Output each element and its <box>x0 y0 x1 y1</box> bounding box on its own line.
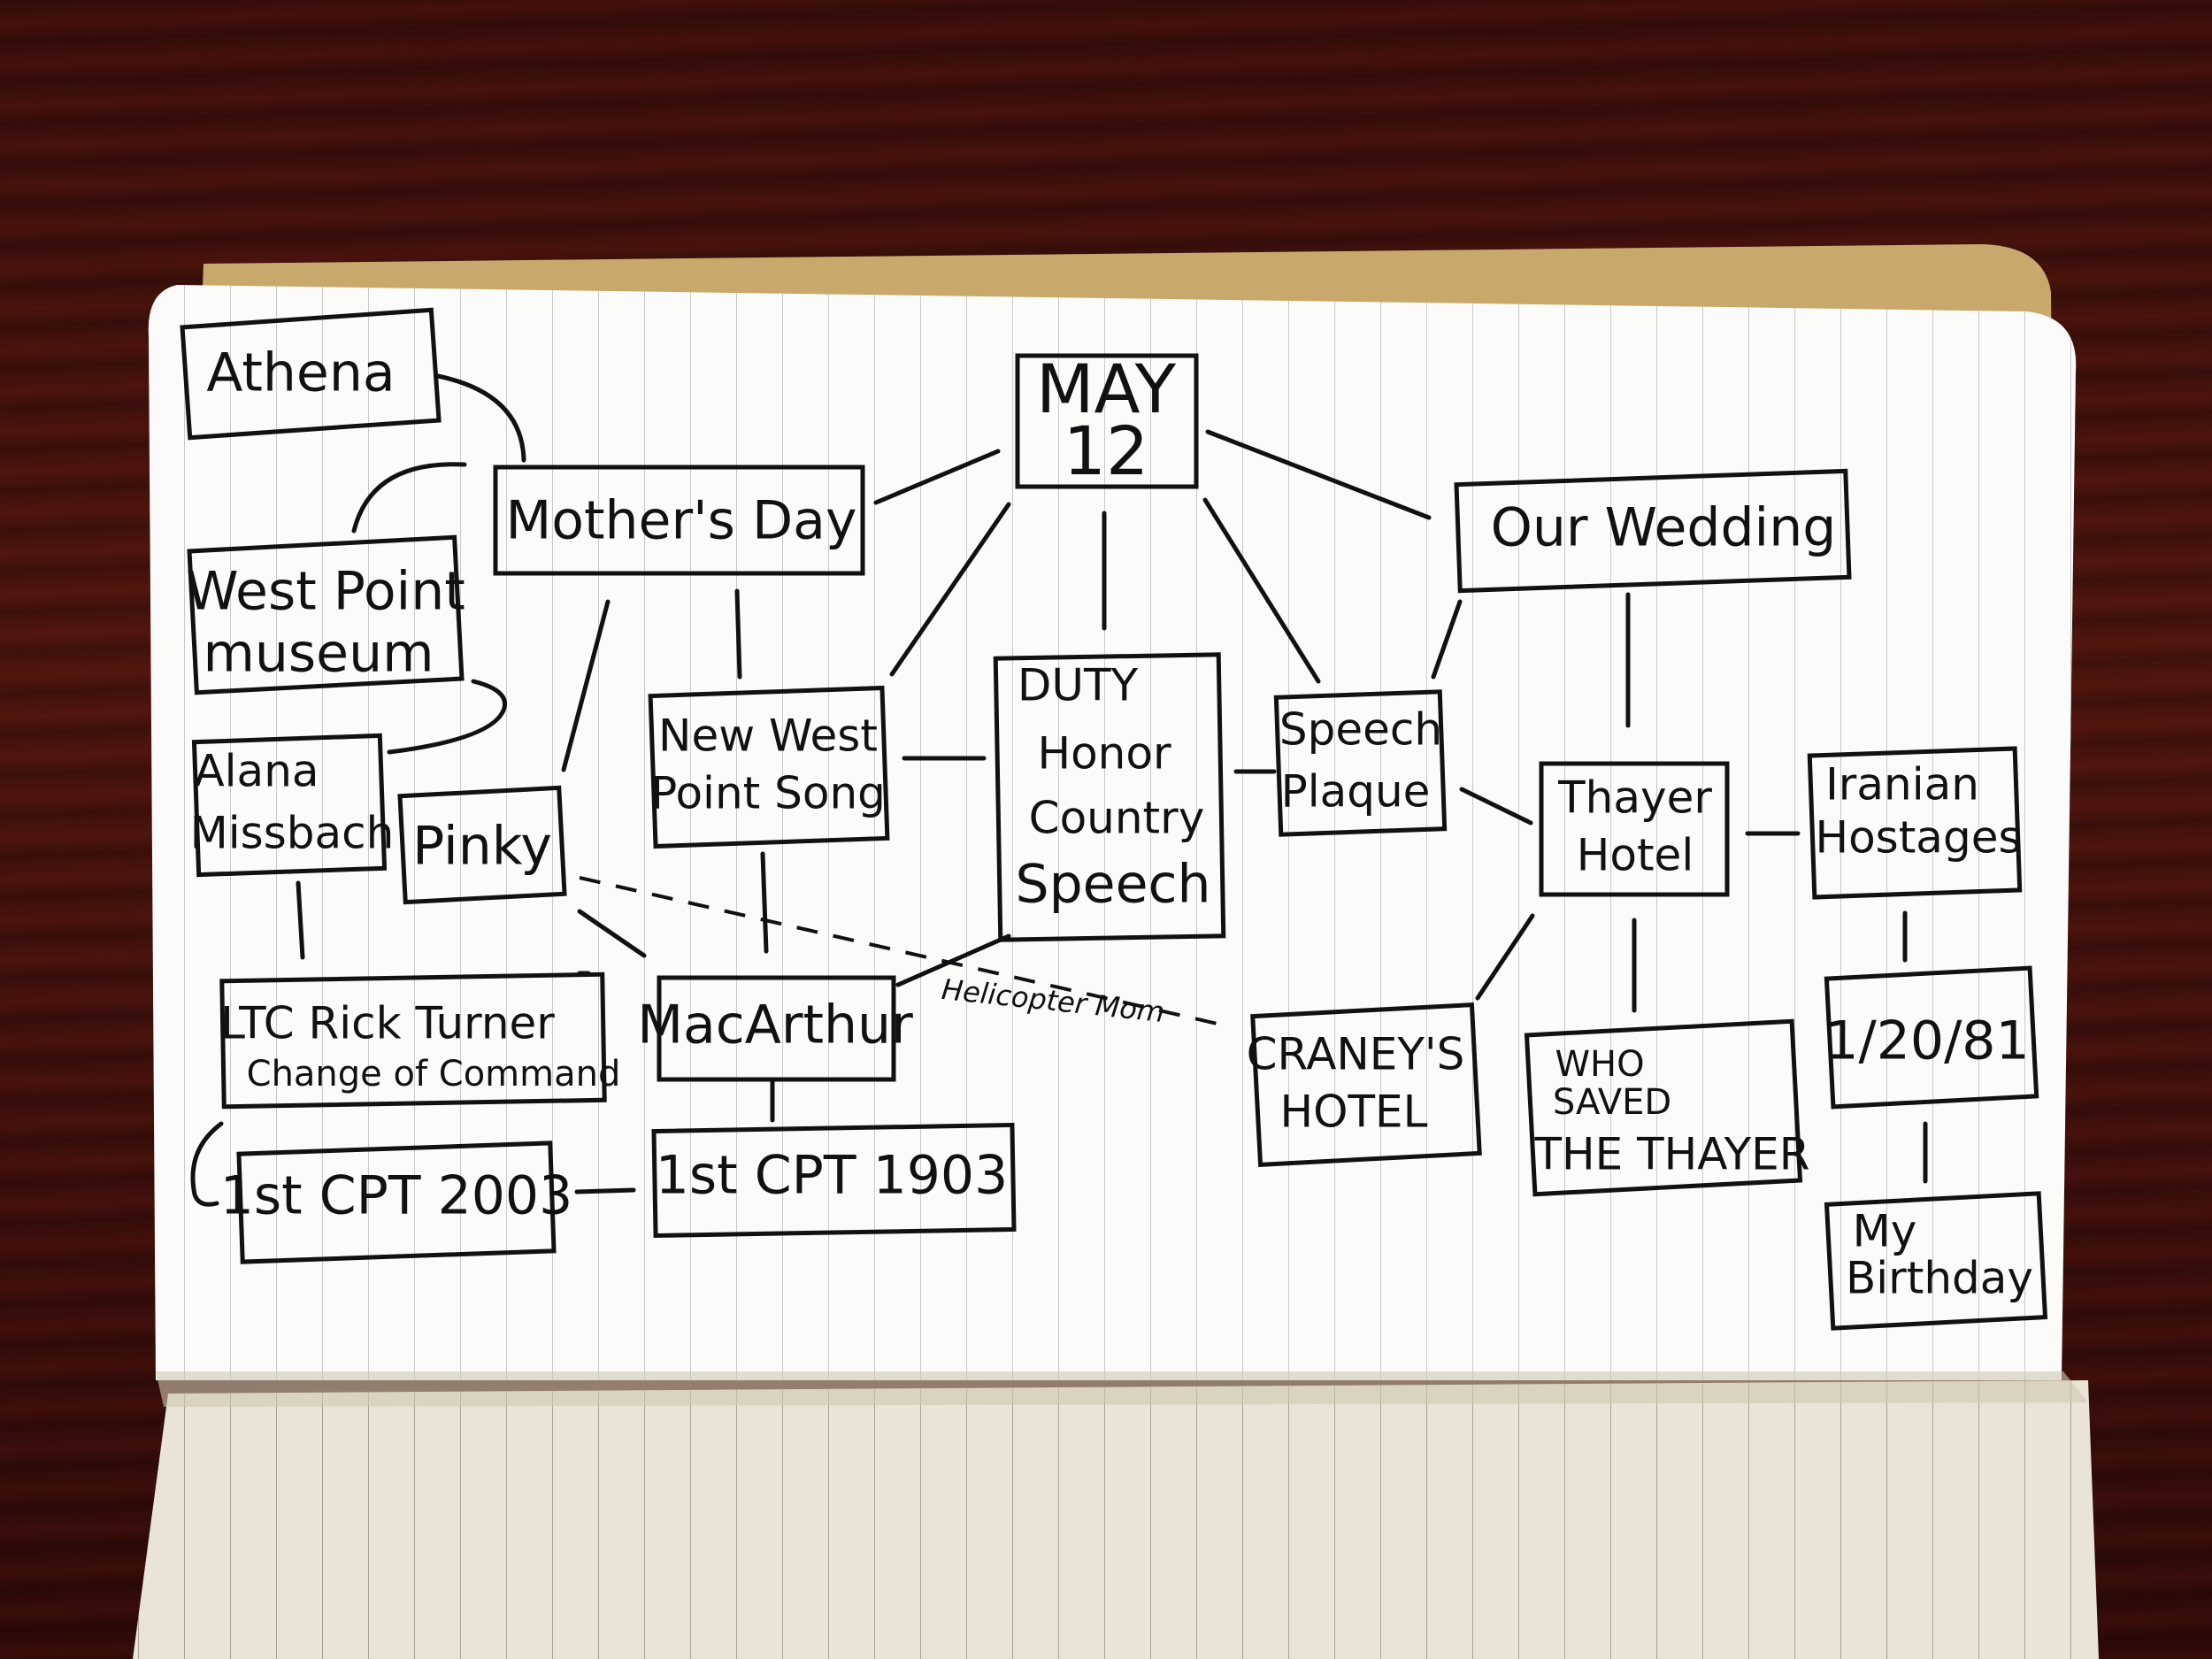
edge-pinky-macarthur <box>577 909 647 958</box>
node-thayer-hotel-line1: Thayer <box>1557 772 1712 824</box>
node-craneys-line2: HOTEL <box>1280 1087 1428 1138</box>
notebook-bottom-page-rules <box>133 1380 2099 1659</box>
connectors <box>190 373 1928 1207</box>
node-athena: Athena <box>180 307 442 441</box>
node-thayer-hotel-line2: Hotel <box>1577 830 1694 881</box>
node-ltc-line1: LTC Rick Turner <box>220 998 555 1049</box>
node-craneys-hotel: CRANEY'S HOTEL <box>1247 1002 1482 1168</box>
edge-newwestpoint-macarthur <box>760 851 769 954</box>
edge-may12-newwestpoint <box>889 502 1011 677</box>
edge-may12-plaque <box>1202 497 1321 684</box>
edge-westpoint-alana <box>387 679 508 755</box>
node-mothers-day-label: Mother's Day <box>506 490 857 552</box>
edge-westpoint-mothersday <box>351 462 467 534</box>
edge-mothersday-may12 <box>873 449 1001 505</box>
node-speech-plaque-line1: Speech <box>1279 704 1442 756</box>
node-who-saved: WHO SAVED THE THAYER <box>1524 1018 1810 1197</box>
edge-athena-mothersday <box>435 373 526 463</box>
node-macarthur: MacArthur <box>637 975 913 1082</box>
node-1st-cpt-2003: 1st CPT 2003 <box>220 1141 573 1264</box>
edge-thayer-craneys <box>1475 913 1535 1001</box>
edge-wedding-plaque <box>1431 599 1463 680</box>
edge-mothersday-newwestpoint <box>734 588 742 680</box>
node-duty-honor-line4: Speech <box>1015 854 1210 916</box>
edge-may12-wedding <box>1205 429 1432 520</box>
node-alana-line2: Missbach <box>190 808 395 859</box>
edge-plaque-thayer <box>1459 787 1533 826</box>
edge-cpt2003-cpt1903 <box>574 1187 636 1194</box>
node-duty-honor-line3: Country <box>1029 793 1205 844</box>
node-iranian-hostages-line2: Hostages <box>1815 812 2021 864</box>
node-iranian-hostages: Iranian Hostages <box>1807 746 2023 900</box>
node-our-wedding: Our Wedding <box>1454 468 1852 594</box>
notebook-top-page-rules <box>148 285 2077 1380</box>
node-birthday-line2: Birthday <box>1846 1253 2033 1304</box>
node-west-point-museum: West Point museum <box>186 534 465 695</box>
node-speech-plaque-line2: Plaque <box>1281 766 1431 818</box>
node-1st-cpt-1903: 1st CPT 1903 <box>651 1122 1017 1239</box>
node-may12-line2: 12 <box>1064 411 1149 490</box>
node-may12: MAY 12 <box>1015 349 1199 490</box>
node-craneys-line1: CRANEY'S <box>1247 1029 1465 1080</box>
node-duty-honor-line2: Honor <box>1037 728 1171 780</box>
node-ltc-rick-turner: LTC Rick Turner Change of Command <box>219 972 621 1110</box>
node-who-saved-line3: THE THAYER <box>1534 1129 1810 1180</box>
node-speech-plaque: Speech Plaque <box>1273 689 1448 837</box>
node-our-wedding-label: Our Wedding <box>1491 497 1837 559</box>
node-birthday-line1: My <box>1853 1206 1917 1257</box>
node-pinky-label: Pinky <box>412 816 552 878</box>
node-cpt1903-label: 1st CPT 1903 <box>656 1145 1009 1207</box>
node-thayer-hotel: Thayer Hotel <box>1539 761 1730 897</box>
node-date-1-20-81: 1/20/81 <box>1824 965 2039 1110</box>
node-date-label: 1/20/81 <box>1824 1010 2029 1072</box>
node-new-west-point-song: New West Point Song <box>648 685 890 849</box>
node-west-point-museum-line1: West Point <box>186 561 465 623</box>
node-who-saved-line1: WHO <box>1555 1044 1644 1085</box>
node-duty-honor-line1: DUTY <box>1018 660 1139 711</box>
edge-mothersday-pinky <box>561 599 611 772</box>
node-duty-honor: DUTY Honor Country Speech <box>993 652 1226 942</box>
node-alana-missbach: Alana Missbach <box>190 733 395 878</box>
node-cpt2003-label: 1st CPT 2003 <box>220 1165 573 1227</box>
node-pinky: Pinky <box>397 785 567 905</box>
node-macarthur-label: MacArthur <box>637 995 913 1056</box>
node-may12-line1: MAY <box>1036 349 1177 428</box>
edge-alana-ltc <box>296 880 305 960</box>
node-mothers-day: Mother's Day <box>493 465 865 576</box>
node-athena-label: Athena <box>206 342 395 404</box>
node-iranian-hostages-line1: Iranian <box>1825 759 1979 810</box>
node-my-birthday: My Birthday <box>1824 1191 2048 1331</box>
edge-duty-macarthur <box>895 933 1011 987</box>
node-ltc-line2: Change of Command <box>247 1054 621 1094</box>
node-new-west-point-song-line1: New West <box>658 710 878 762</box>
node-who-saved-line2: SAVED <box>1553 1082 1671 1123</box>
node-new-west-point-song-line2: Point Song <box>650 768 886 819</box>
node-alana-line1: Alana <box>194 746 319 797</box>
node-west-point-museum-line2: museum <box>203 623 434 685</box>
page-fold-shadow <box>156 1371 2088 1407</box>
edge-ltc-cpt2003 <box>190 1121 224 1207</box>
